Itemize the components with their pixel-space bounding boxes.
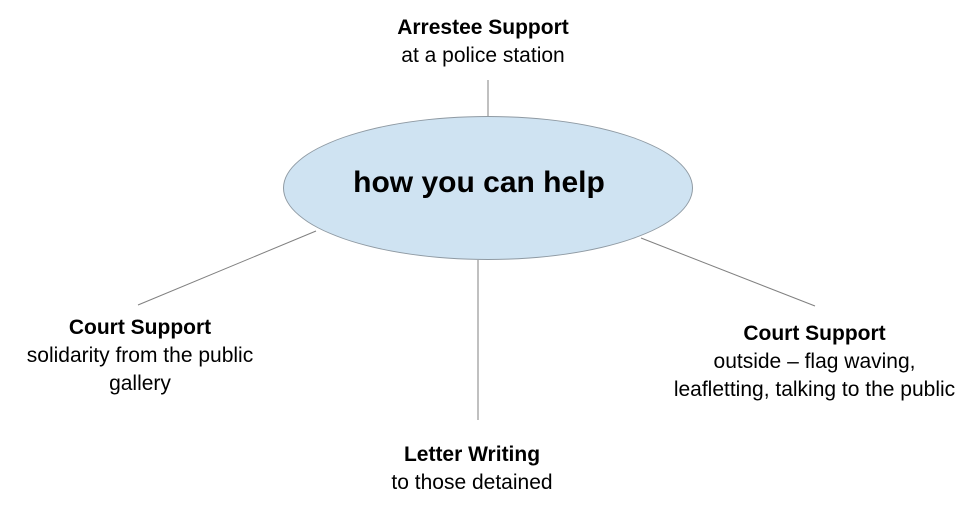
node-title: Court Support xyxy=(68,316,212,339)
center-node: how you can help xyxy=(283,116,693,260)
node-arrestee-support: Arrestee Support at a police station xyxy=(333,14,633,70)
node-court-support-outside: Court Support outside – flag waving, lea… xyxy=(672,320,957,404)
node-title: Court Support xyxy=(743,322,886,345)
node-description: to those detained xyxy=(391,471,553,494)
node-letter-writing: Letter Writing to those detained xyxy=(322,441,622,497)
node-description: outside – flag waving, leafletting, talk… xyxy=(673,350,956,401)
node-title: Letter Writing xyxy=(403,443,541,466)
center-label: how you can help xyxy=(353,166,605,199)
node-court-support-gallery: Court Support solidarity from the public… xyxy=(0,314,280,398)
connector-left xyxy=(137,230,317,306)
node-title: Arrestee Support xyxy=(397,16,569,39)
connector-right xyxy=(640,237,816,307)
node-description: at a police station xyxy=(401,44,565,67)
node-description: solidarity from the public gallery xyxy=(26,344,254,395)
